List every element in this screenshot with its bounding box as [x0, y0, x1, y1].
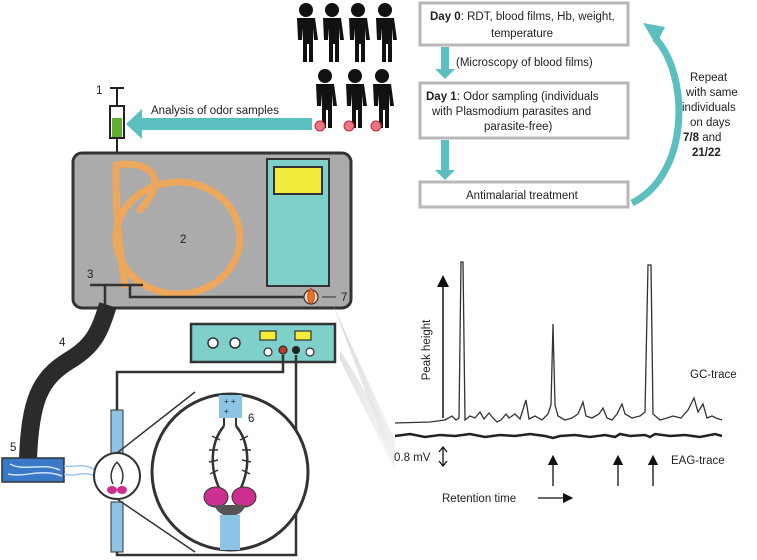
repeat-line: Repeat — [690, 72, 728, 84]
day0-box — [418, 1, 630, 47]
eag-trace — [394, 432, 723, 440]
repeat-line: on days — [690, 117, 731, 129]
treatment-box — [418, 180, 630, 209]
microscopy-note: (Microscopy of blood films) — [456, 57, 593, 69]
label-1: 1 — [96, 85, 102, 97]
day1-text-line3: parasite-free) — [484, 121, 553, 133]
repeat-arrow-head — [643, 23, 665, 45]
repeat-note: Repeat with same individuals on days 7/8… — [682, 72, 738, 159]
repeat-line: with same — [685, 87, 738, 99]
detector-display — [273, 166, 323, 195]
splitter — [90, 283, 306, 305]
sock-markers — [314, 120, 382, 132]
gc-column — [112, 160, 244, 298]
gc-ead-chart: Peak height GC-trace EAG-trace 0.8 mV Re… — [394, 261, 737, 505]
label-2: 2 — [180, 234, 186, 246]
delivery-tube — [1, 457, 96, 483]
svg-text:+: + — [224, 407, 229, 416]
label-6: 6 — [248, 413, 254, 425]
analysis-arrow — [126, 109, 312, 139]
person-icon — [297, 3, 318, 62]
person-icon — [349, 3, 370, 62]
scale-bar-arrows — [438, 445, 448, 468]
arrow-day1-treatment — [435, 140, 455, 180]
treatment-text: Antimalarial treatment — [466, 190, 579, 202]
person-icon — [373, 69, 394, 128]
person-icon — [316, 69, 337, 128]
projection-cone-2 — [340, 350, 395, 470]
antenna-prep-small — [93, 409, 141, 553]
svg-text:+ +: + + — [224, 397, 236, 406]
day1-text-line2: with Plasmodium parasites and — [431, 106, 591, 118]
analysis-label: Analysis of odor samples — [151, 105, 279, 117]
repeat-line: individuals — [682, 102, 736, 114]
zoom-line — [116, 391, 196, 454]
y-axis-label: Peak height — [421, 319, 433, 381]
label-5: 5 — [10, 442, 16, 454]
eag-trace-label: EAG-trace — [671, 455, 725, 467]
person-icon — [346, 69, 367, 128]
flowchart — [418, 1, 683, 209]
person-icon — [323, 3, 344, 62]
day1-text: Day 1: Odor sampling (individuals — [426, 91, 599, 103]
person-icon — [376, 3, 397, 62]
flame-icon — [303, 287, 319, 305]
repeat-days: 7/8 and — [683, 132, 721, 144]
label-7: 7 — [341, 292, 347, 304]
people-group — [297, 3, 397, 128]
x-axis-label: Retention time — [442, 493, 516, 505]
day1-box — [418, 81, 630, 140]
amplifier — [189, 322, 337, 364]
gc-trace-label: GC-trace — [690, 369, 737, 381]
day0-text-line2: temperature — [491, 28, 553, 40]
syringe — [109, 87, 125, 161]
label-4: 4 — [59, 337, 66, 349]
arrow-day0-day1 — [435, 47, 455, 79]
antenna-magnified: + + + — [150, 392, 310, 552]
repeat-days-2: 21/22 — [692, 147, 721, 159]
zoom-line-2 — [116, 498, 196, 553]
gc-trace — [394, 261, 723, 424]
scale-label: 0.8 mV — [394, 452, 431, 464]
transfer-line — [19, 302, 117, 461]
label-3: 3 — [87, 269, 93, 281]
day0-text: Day 0: RDT, blood films, Hb, weight, — [430, 11, 615, 23]
repeat-arrow — [630, 35, 683, 207]
